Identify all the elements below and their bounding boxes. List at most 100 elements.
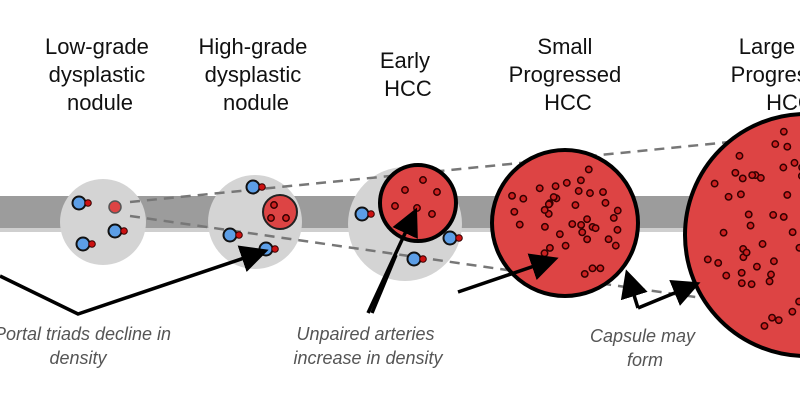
annotation-capsule: Capsule may form [590,326,700,370]
artery-dot [748,171,757,180]
artery-dot [742,248,751,257]
artery-dot [703,255,712,264]
artery-dot [282,214,290,222]
artery-dot [756,173,765,182]
artery-dot [544,200,553,209]
artery-dot [576,176,585,185]
unpaired-artery [108,200,122,214]
artery-dot [737,268,746,277]
artery-dot [795,297,800,306]
stage-label-small-hcc: Small Progressed HCC [509,34,628,115]
artery-dot [580,269,589,278]
artery-dot [574,187,583,195]
portal-triad-icon [442,230,463,246]
artery-dot [555,230,564,239]
artery-dot [601,198,610,207]
artery-dot [768,313,776,322]
artery-dot [599,188,607,196]
artery-dot [795,243,800,252]
artery-dot [613,225,622,234]
low-grade-nodule [60,179,146,265]
early-hcc-focus [378,163,458,243]
artery-dot [710,179,719,188]
artery-dot [270,201,278,209]
artery-dot [401,186,409,194]
portal-triad-icon [75,236,96,252]
artery-dot [747,280,756,289]
artery-dot [767,270,775,279]
artery-dot [771,140,780,149]
artery-dot [788,307,797,316]
annotation-portal-triads: Portal triads decline in density [0,324,176,368]
artery-dot [583,215,592,224]
artery-dot [577,220,586,229]
artery-dot [591,224,600,233]
artery-dot [413,204,421,212]
stage-label-low-grade: Low-grade dysplastic nodule [45,34,155,115]
artery-dot [724,192,733,201]
artery-dot [758,240,767,248]
artery-dot [568,220,577,229]
artery-dot [588,264,597,273]
artery-dot [735,151,744,160]
artery-dot [586,189,594,198]
artery-dot [515,220,524,229]
artery-dot [419,176,427,184]
large-progressed-hcc [683,112,800,358]
annotation-unpaired-arteries: Unpaired arteries increase in density [293,324,443,368]
artery-dot [540,222,549,231]
artery-dot [722,271,731,280]
artery-dot [737,279,746,288]
artery-dot [562,178,571,187]
artery-dot [535,184,544,193]
artery-dot [611,241,620,250]
artery-dot [744,210,753,219]
artery-dot [779,163,788,172]
artery-dot [540,249,549,258]
stage-label-high-grade: High-grade dysplastic nodule [199,34,314,115]
portal-triad-icon [354,206,375,222]
artery-dot [549,193,558,201]
portal-triad-icon [406,251,427,267]
artery-dot [736,190,745,199]
artery-dot [719,228,728,237]
artery-dot [596,264,605,273]
artery-dot [790,158,799,167]
artery-dot [746,221,755,230]
high-grade-focus [262,194,298,230]
artery-dot [578,228,587,237]
artery-dot [267,214,275,222]
portal-triad-icon [107,223,128,239]
artery-dot [604,235,613,244]
artery-dot [788,228,797,237]
artery-dot [738,174,747,183]
artery-dot [540,206,549,214]
artery-dot [551,182,560,191]
artery-dot [545,243,554,252]
artery-dot [583,235,592,244]
artery-dot [508,191,516,200]
artery-dot [714,258,723,267]
artery-dot [783,190,792,199]
artery-dot [783,142,792,151]
artery-dot [613,206,622,215]
portal-triads [71,179,463,267]
artery-dot [584,165,593,174]
artery-dot [769,210,778,219]
artery-dot [731,168,740,177]
artery-dot [433,188,441,196]
artery-dot [760,321,769,330]
artery-dot [779,127,788,136]
artery-dot [609,213,618,222]
artery-dot [561,241,570,250]
portal-triad-icon [71,195,92,211]
artery-dot [779,213,788,221]
stage-label-large-hcc: Large Progressed HCC [731,34,800,115]
artery-dot [774,316,783,325]
artery-dot [510,207,519,216]
portal-triad-icon [245,179,266,195]
artery-dot [391,202,399,210]
artery-dot [752,262,761,271]
